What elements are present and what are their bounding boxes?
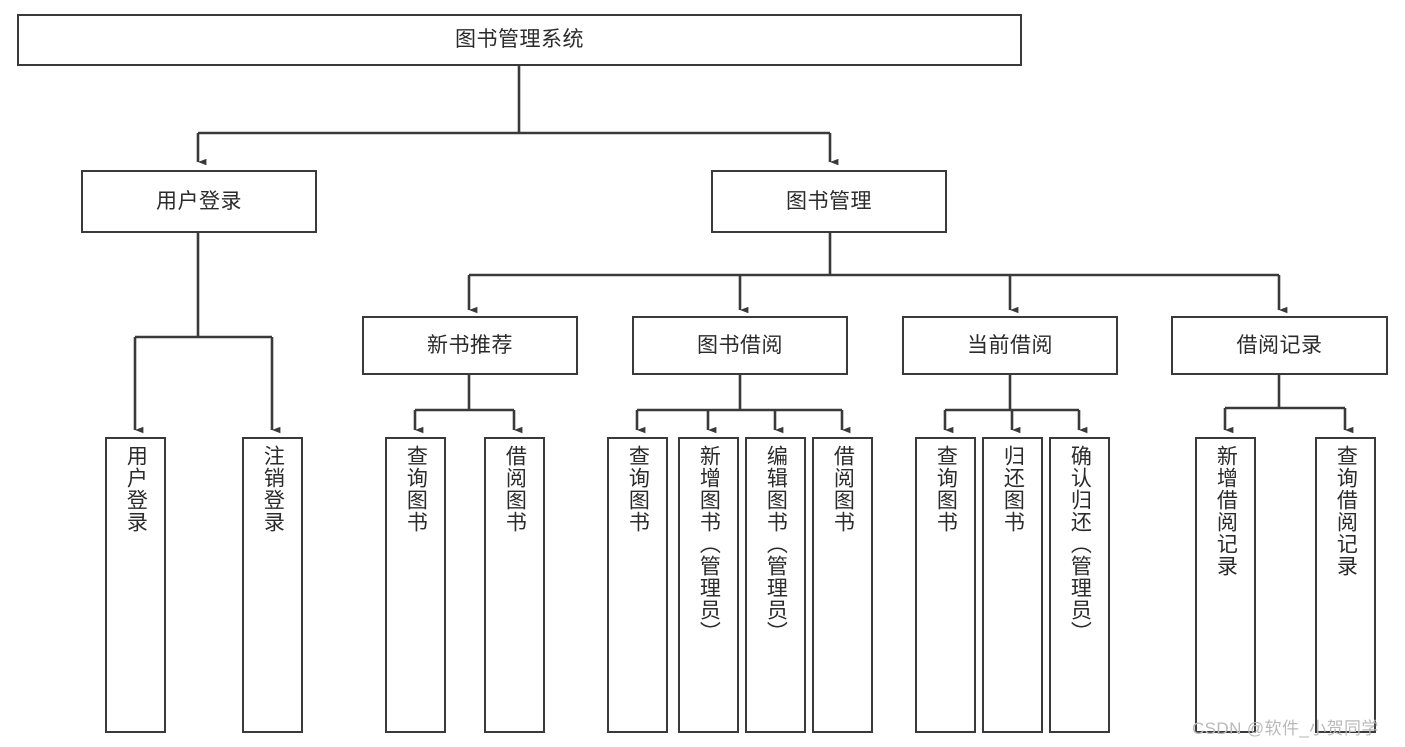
- node-label: 新书推荐: [427, 333, 513, 357]
- node-label: 查询借阅记录: [1334, 445, 1358, 577]
- edges-new-book-recommend: [413, 375, 523, 434]
- node-label: 确认归还（管理员）: [1068, 445, 1092, 643]
- node-user-login[interactable]: 用户登录: [81, 170, 317, 233]
- edges-user-login: [133, 233, 281, 434]
- leaf-recommend-borrow-book[interactable]: 借阅图书: [484, 437, 545, 733]
- node-label: 新增图书（管理员）: [697, 445, 721, 643]
- edges-borrow-record: [1223, 375, 1354, 434]
- node-label: 用户登录: [124, 445, 148, 533]
- leaf-record-add-record[interactable]: 新增借阅记录: [1195, 437, 1256, 733]
- node-borrow-record[interactable]: 借阅记录: [1171, 316, 1388, 375]
- node-label: 用户登录: [156, 189, 242, 213]
- edges-book-management: [467, 233, 1288, 314]
- node-label: 编辑图书（管理员）: [764, 445, 788, 643]
- node-book-borrow[interactable]: 图书借阅: [632, 316, 848, 375]
- leaf-borrow-edit-book[interactable]: 编辑图书（管理员）: [745, 437, 806, 733]
- node-label: 图书管理: [786, 189, 872, 213]
- leaf-user-login-signin[interactable]: 用户登录: [105, 437, 166, 733]
- node-root-system[interactable]: 图书管理系统: [17, 14, 1022, 66]
- leaf-current-return-book[interactable]: 归还图书: [982, 437, 1043, 733]
- node-label: 查询图书: [934, 445, 958, 533]
- edges-current-borrow: [943, 375, 1088, 434]
- node-label: 注销登录: [261, 445, 285, 533]
- leaf-current-confirm-return[interactable]: 确认归还（管理员）: [1049, 437, 1110, 733]
- edges-book-borrow: [635, 375, 851, 434]
- node-label: 新增借阅记录: [1214, 445, 1238, 577]
- edges-root: [196, 66, 839, 166]
- node-label: 查询图书: [626, 445, 650, 533]
- leaf-current-query-book[interactable]: 查询图书: [915, 437, 976, 733]
- node-new-book-recommend[interactable]: 新书推荐: [362, 316, 578, 375]
- node-label: 借阅图书: [503, 445, 527, 533]
- node-label: 图书借阅: [697, 333, 783, 357]
- node-current-borrow[interactable]: 当前借阅: [902, 316, 1118, 375]
- node-label: 归还图书: [1001, 445, 1025, 533]
- node-label: 当前借阅: [967, 333, 1053, 357]
- node-label: 查询图书: [404, 445, 428, 533]
- leaf-user-login-signout[interactable]: 注销登录: [242, 437, 303, 733]
- leaf-recommend-query-book[interactable]: 查询图书: [385, 437, 446, 733]
- node-label: 图书管理系统: [455, 28, 584, 52]
- node-label: 借阅图书: [831, 445, 855, 533]
- leaf-borrow-add-book[interactable]: 新增图书（管理员）: [678, 437, 739, 733]
- leaf-record-query-record[interactable]: 查询借阅记录: [1315, 437, 1376, 733]
- node-label: 借阅记录: [1236, 333, 1323, 357]
- leaf-borrow-query-book[interactable]: 查询图书: [607, 437, 668, 733]
- leaf-borrow-borrow-book[interactable]: 借阅图书: [812, 437, 873, 733]
- node-book-management[interactable]: 图书管理: [711, 170, 947, 233]
